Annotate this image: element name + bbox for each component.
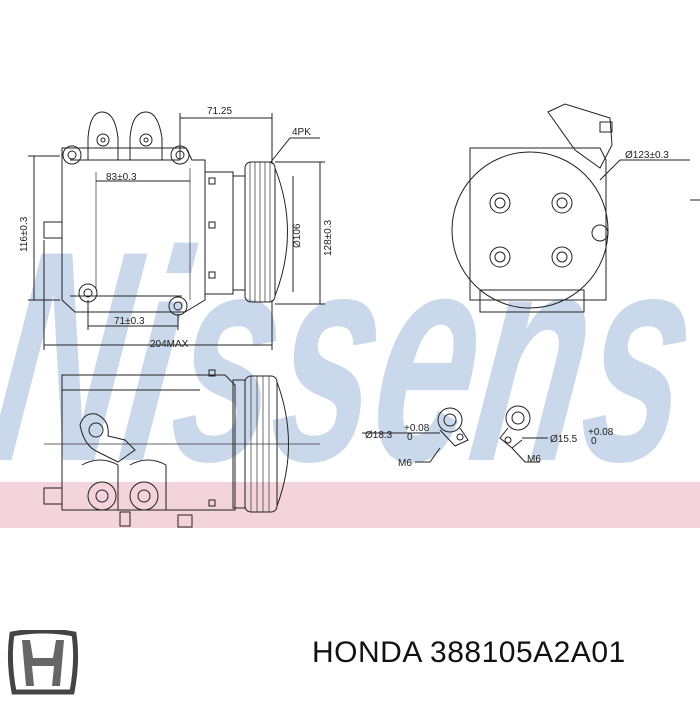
side-view: Ø123±0.3 (451, 103, 700, 313)
dim-port1-tol: +0.08 (404, 423, 430, 434)
dim-body-dia: Ø123±0.3 (625, 150, 669, 161)
dim-bolt-spacing-bottom: 71±0.3 (114, 316, 145, 327)
dim-port1-thread: M6 (398, 458, 412, 469)
top-view (43, 369, 320, 528)
dim-belt: 4PK (292, 127, 311, 138)
dim-port2-tol: +0.08 (588, 427, 614, 438)
honda-logo-icon (6, 628, 80, 696)
part-caption: HONDA 388105A2A01 (312, 636, 626, 670)
dim-top-offset: 71.25 (207, 106, 232, 117)
front-view: 71.25 4PK 83±0.3 116±0.3 Ø106 128±0.3 71… (19, 106, 334, 350)
dim-port1-tol2: 0 (407, 432, 413, 443)
watermark-band (0, 482, 700, 528)
dim-height-left: 116±0.3 (19, 216, 30, 252)
brand-name: HONDA (312, 636, 422, 669)
dim-height-right: 128±0.3 (323, 219, 334, 256)
dim-port2-thread: M6 (527, 454, 541, 465)
watermark-text: Nissens (0, 188, 700, 523)
dim-bolt-spacing-top: 83±0.3 (106, 172, 137, 183)
dim-port2-tol2: 0 (591, 436, 597, 447)
port-details: Ø18.3 +0.08 0 M6 Ø15.5 +0.08 0 M6 (362, 405, 614, 469)
dim-pulley-dia: Ø106 (292, 223, 303, 248)
dim-overall-length: 204MAX (150, 339, 189, 350)
dim-port1-dia: Ø18.3 (365, 430, 393, 441)
dim-port2-dia: Ø15.5 (550, 434, 578, 445)
part-number: 388105A2A01 (430, 636, 626, 669)
